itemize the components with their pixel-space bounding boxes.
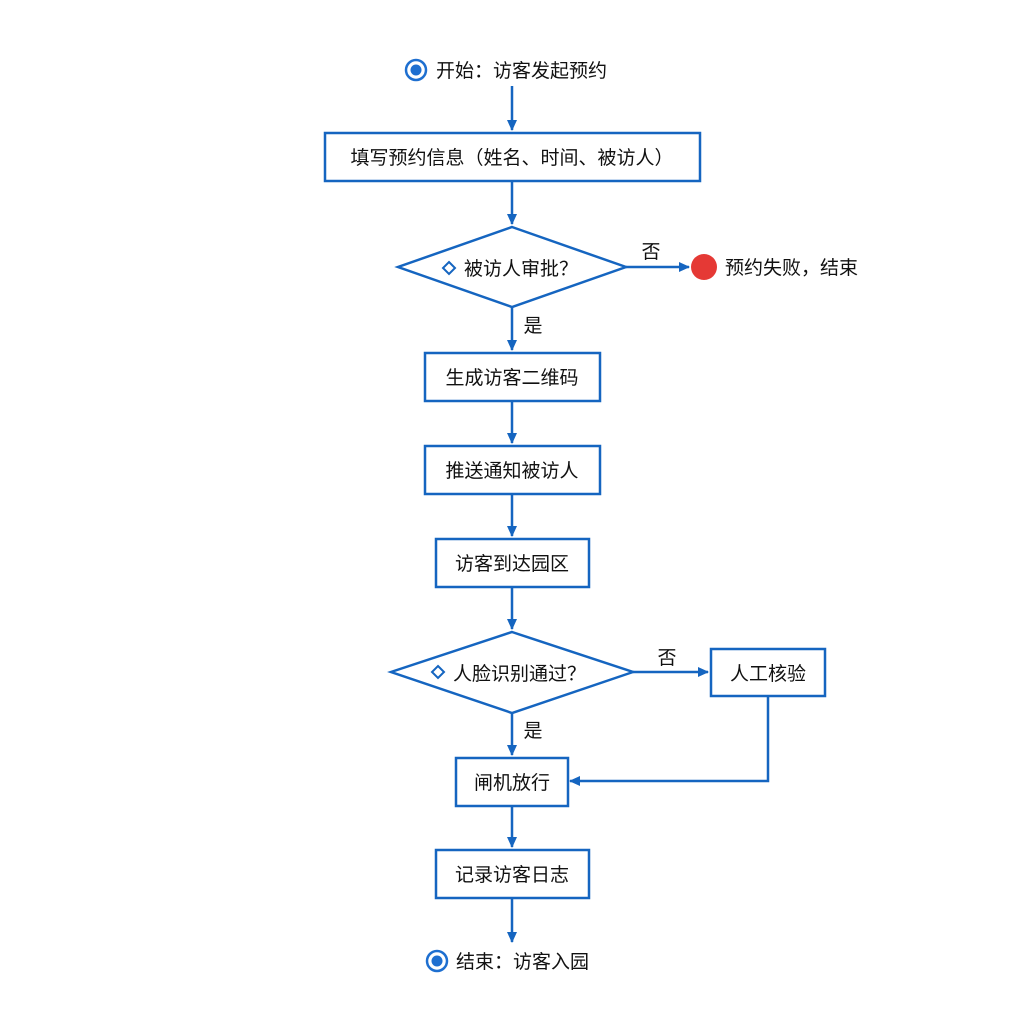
diamond-outline-icon — [441, 260, 457, 276]
log-label: 记录访客日志 — [455, 864, 569, 886]
start-node: 开始：访客发起预约 — [404, 58, 607, 82]
end-node: 结束：访客入园 — [425, 949, 589, 973]
arrive-label: 访客到达园区 — [455, 553, 569, 575]
diamond-outline-icon — [430, 664, 446, 680]
start-label: 开始：访客发起预约 — [436, 60, 607, 82]
edge-label-face-yes: 是 — [523, 720, 542, 742]
gen-qr-label: 生成访客二维码 — [445, 367, 578, 389]
fill-info-node: 填写预约信息（姓名、时间、被访人） — [323, 131, 702, 183]
end-radio-icon — [425, 949, 449, 973]
start-radio-icon — [404, 58, 428, 82]
fail-end-label: 预约失败，结束 — [725, 257, 858, 279]
fill-info-label: 填写预约信息（姓名、时间、被访人） — [350, 147, 673, 169]
edge-label-approval-yes: 是 — [523, 315, 542, 337]
face-check-label: 人脸识别通过？ — [453, 663, 586, 685]
notify-node: 推送通知被访人 — [423, 444, 602, 496]
log-node: 记录访客日志 — [434, 848, 591, 900]
gate-label: 闸机放行 — [474, 772, 550, 794]
face-check-decision-node: 人脸识别通过？ — [387, 630, 637, 715]
gate-node: 闸机放行 — [454, 756, 570, 808]
edge-manual-to-gate — [569, 697, 770, 786]
edges — [507, 86, 770, 943]
edge-label-approval-no: 否 — [641, 241, 660, 263]
gen-qr-node: 生成访客二维码 — [423, 351, 602, 403]
approval-decision-node: 被访人审批？ — [394, 225, 630, 309]
approval-label: 被访人审批？ — [464, 258, 578, 280]
red-dot-icon — [691, 254, 717, 280]
arrive-node: 访客到达园区 — [434, 537, 591, 589]
manual-check-label: 人工核验 — [730, 663, 806, 685]
manual-check-node: 人工核验 — [709, 647, 827, 698]
fail-end-node: 预约失败，结束 — [691, 254, 858, 280]
notify-label: 推送通知被访人 — [445, 460, 578, 482]
edge-label-face-no: 否 — [657, 647, 676, 669]
end-label: 结束：访客入园 — [456, 951, 589, 973]
